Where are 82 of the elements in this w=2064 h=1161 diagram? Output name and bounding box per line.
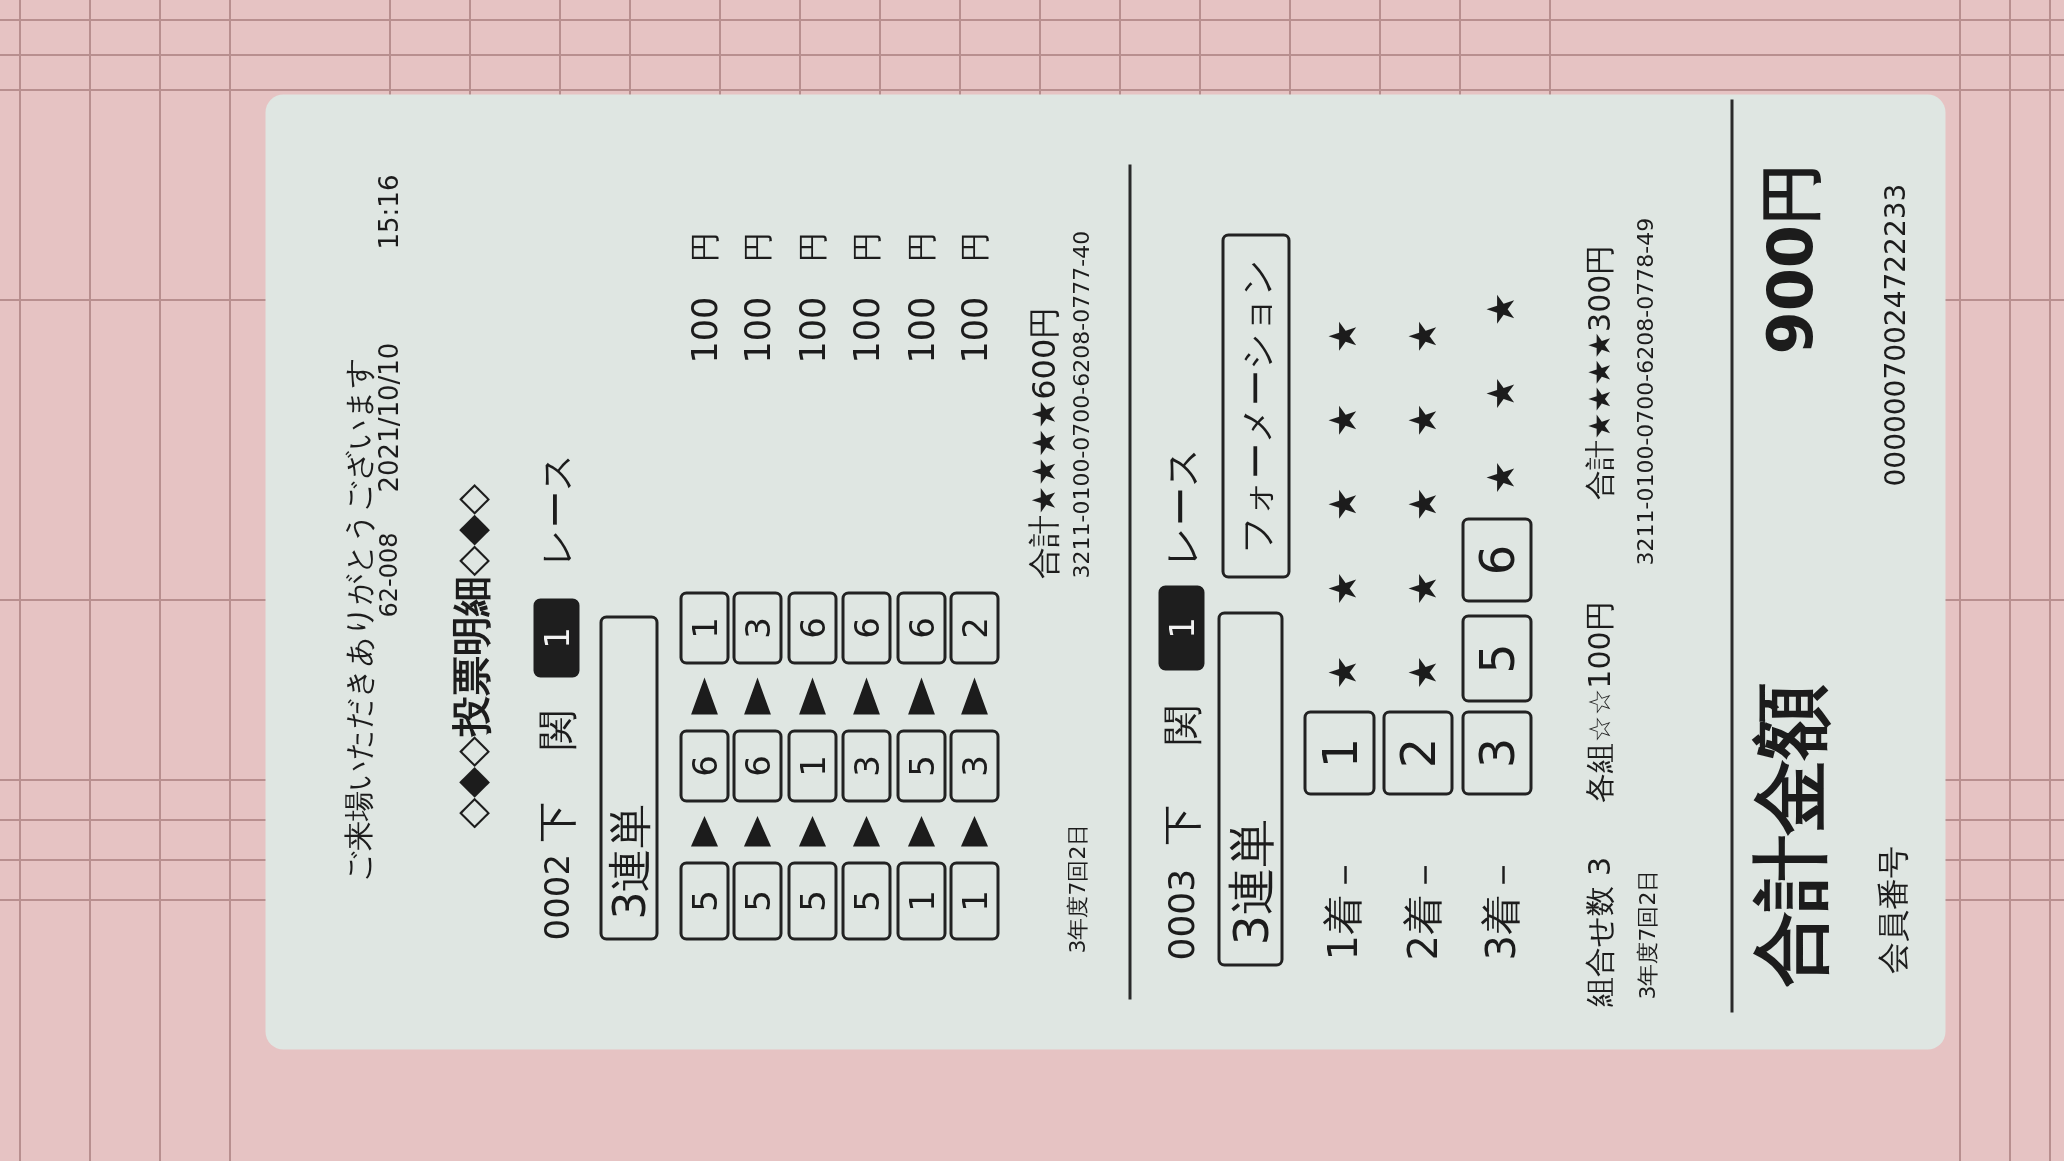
- combination-count: 組合せ数 3: [1580, 855, 1617, 1007]
- boat-number-box: 5: [1461, 614, 1532, 703]
- star-filler: ★★★★★: [1320, 268, 1365, 690]
- yen-text: 円: [955, 230, 992, 262]
- yen-text: 円: [902, 230, 939, 262]
- bet-method-box: フォーメーション: [1221, 233, 1290, 579]
- boat-number-box: 5: [787, 861, 837, 941]
- yen-text: 円: [793, 230, 830, 262]
- boat-number-box: 5: [896, 729, 946, 803]
- venue-text: 関: [1158, 703, 1204, 745]
- place-label: 2着－: [1400, 854, 1445, 961]
- yen-text: 円: [847, 230, 884, 262]
- season-text: 3年度7回2日: [1063, 822, 1090, 954]
- bet-type-box: 3連単: [599, 615, 658, 941]
- boat-number-box: 6: [679, 729, 729, 803]
- ticket-number: 0003: [1159, 869, 1202, 961]
- amount-text: 100: [791, 297, 833, 364]
- boat-number-box: 2: [949, 591, 999, 665]
- arrow: [852, 677, 880, 715]
- yen-text: 円: [685, 230, 722, 262]
- boat-number-box: 2: [1382, 710, 1453, 796]
- boat-number-box: 1: [1303, 710, 1375, 796]
- arrow: [960, 816, 988, 847]
- arrow: [960, 677, 988, 715]
- arrow: [798, 816, 826, 847]
- ticket-heading: ◇◆◇投票明細◇◆◇: [447, 482, 494, 829]
- arrow: [690, 677, 718, 715]
- amount-text: 100: [953, 297, 995, 364]
- amount-text: 100: [845, 297, 887, 364]
- amount-text: 100: [900, 297, 942, 364]
- boat-number-box: 6: [732, 729, 782, 803]
- time-text: 15:16: [375, 173, 402, 250]
- greeting-text: ご来場いただきありがとうございます: [340, 355, 375, 882]
- boat-number-box: 5: [732, 861, 782, 941]
- terminal-number: 62-008: [375, 532, 402, 618]
- bet-type-box: 3連単: [1217, 611, 1283, 967]
- member-label: 会員番号: [1872, 844, 1912, 974]
- boat-number-box: 1: [679, 591, 729, 665]
- amount-text: 100: [683, 297, 725, 364]
- boat-number-box: 3: [1461, 710, 1532, 796]
- boat-number-box: 1: [896, 861, 946, 941]
- ticket-number: 0002: [535, 854, 577, 941]
- boat-number-box: 6: [787, 591, 837, 665]
- arrow: [852, 816, 880, 847]
- venue-text: 下: [533, 800, 579, 842]
- amount-text: 100: [736, 297, 778, 364]
- yen-text: 円: [738, 230, 775, 262]
- star-filler: ★★★: [1478, 241, 1523, 495]
- boat-number-box: 3: [841, 729, 891, 803]
- arrow: [743, 677, 771, 715]
- race-number-badge: 1: [1158, 585, 1204, 671]
- boat-number-box: 5: [679, 861, 729, 941]
- unit-amount: 各組☆☆100円: [1580, 600, 1617, 803]
- race-text: レース: [533, 453, 578, 566]
- boat-number-box: 5: [841, 861, 891, 941]
- place-label: 1着－: [1320, 854, 1365, 961]
- date-text: 2021/10/10: [375, 341, 402, 493]
- race-text: レース: [1158, 446, 1204, 566]
- boat-number-box: 1: [949, 861, 999, 941]
- total-amount: 900円: [1752, 163, 1827, 355]
- boat-number-box: 6: [896, 591, 946, 665]
- arrow: [907, 816, 935, 847]
- ticket-code: 3211-0100-0700-6208-0777-40: [1069, 229, 1092, 579]
- subtotal-text: 合計★★★★300円: [1580, 243, 1617, 500]
- boat-number-box: 6: [1461, 517, 1532, 603]
- venue-text: 下: [1158, 803, 1204, 845]
- race-number-badge: 1: [533, 598, 579, 678]
- place-label: 3着－: [1478, 854, 1523, 961]
- boat-number-box: 3: [949, 729, 999, 803]
- boat-number-box: 6: [841, 591, 891, 665]
- arrow: [798, 677, 826, 715]
- season-text: 3年度7回2日: [1633, 868, 1660, 1000]
- arrow: [907, 677, 935, 715]
- arrow: [690, 816, 718, 847]
- ticket-code: 3211-0100-0700-6208-0778-49: [1632, 216, 1658, 566]
- boat-number-box: 3: [732, 591, 782, 665]
- member-number: 00000070024722233: [1877, 182, 1912, 487]
- star-filler: ★★★★★: [1400, 268, 1445, 690]
- boat-number-box: 1: [787, 729, 837, 803]
- venue-text: 関: [533, 708, 579, 750]
- subtotal-text: 合計★★★★600円: [1027, 305, 1060, 579]
- arrow: [743, 816, 771, 847]
